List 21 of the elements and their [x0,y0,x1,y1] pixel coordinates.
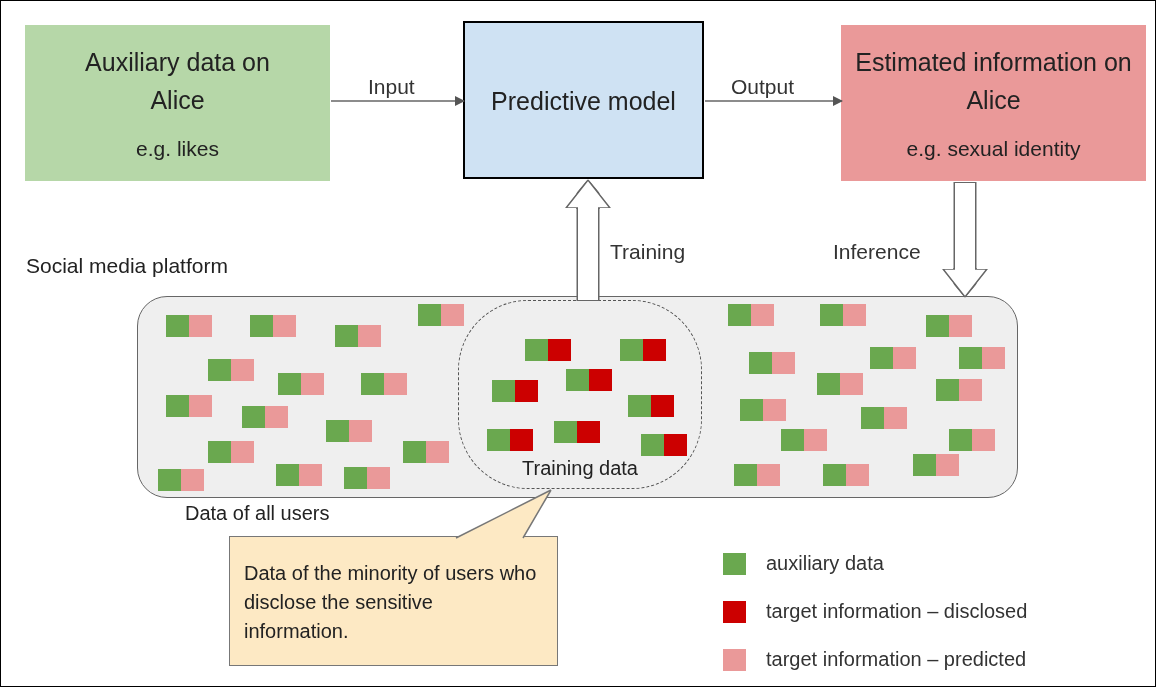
region-label: Training data [521,457,639,480]
group-title: Social media platform [26,254,228,278]
arrow [704,96,843,106]
block-arrow [565,179,611,301]
callout-pointer [455,489,552,539]
example-text: e.g. sexual identity [905,137,1082,161]
caption-text: Data of all users [185,502,330,525]
training-region [458,300,702,489]
example-text: e.g. likes [135,137,220,161]
box-title: Auxiliary data on Alice [84,47,271,116]
callout-text: Data of the minority of users who disclose the sensitive information. [244,561,537,644]
box-title: Predictive model [490,87,677,116]
box-title: Estimated information on Alice [854,47,1133,116]
block-arrow [942,182,988,298]
output-box [841,25,1146,181]
legend-text: target information – predicted [766,648,1027,671]
legend-text: target information – disclosed [766,600,1028,623]
input-box [25,25,330,181]
legend-text: auxiliary data [766,552,884,575]
arrow [330,96,465,106]
model-box [463,21,704,179]
